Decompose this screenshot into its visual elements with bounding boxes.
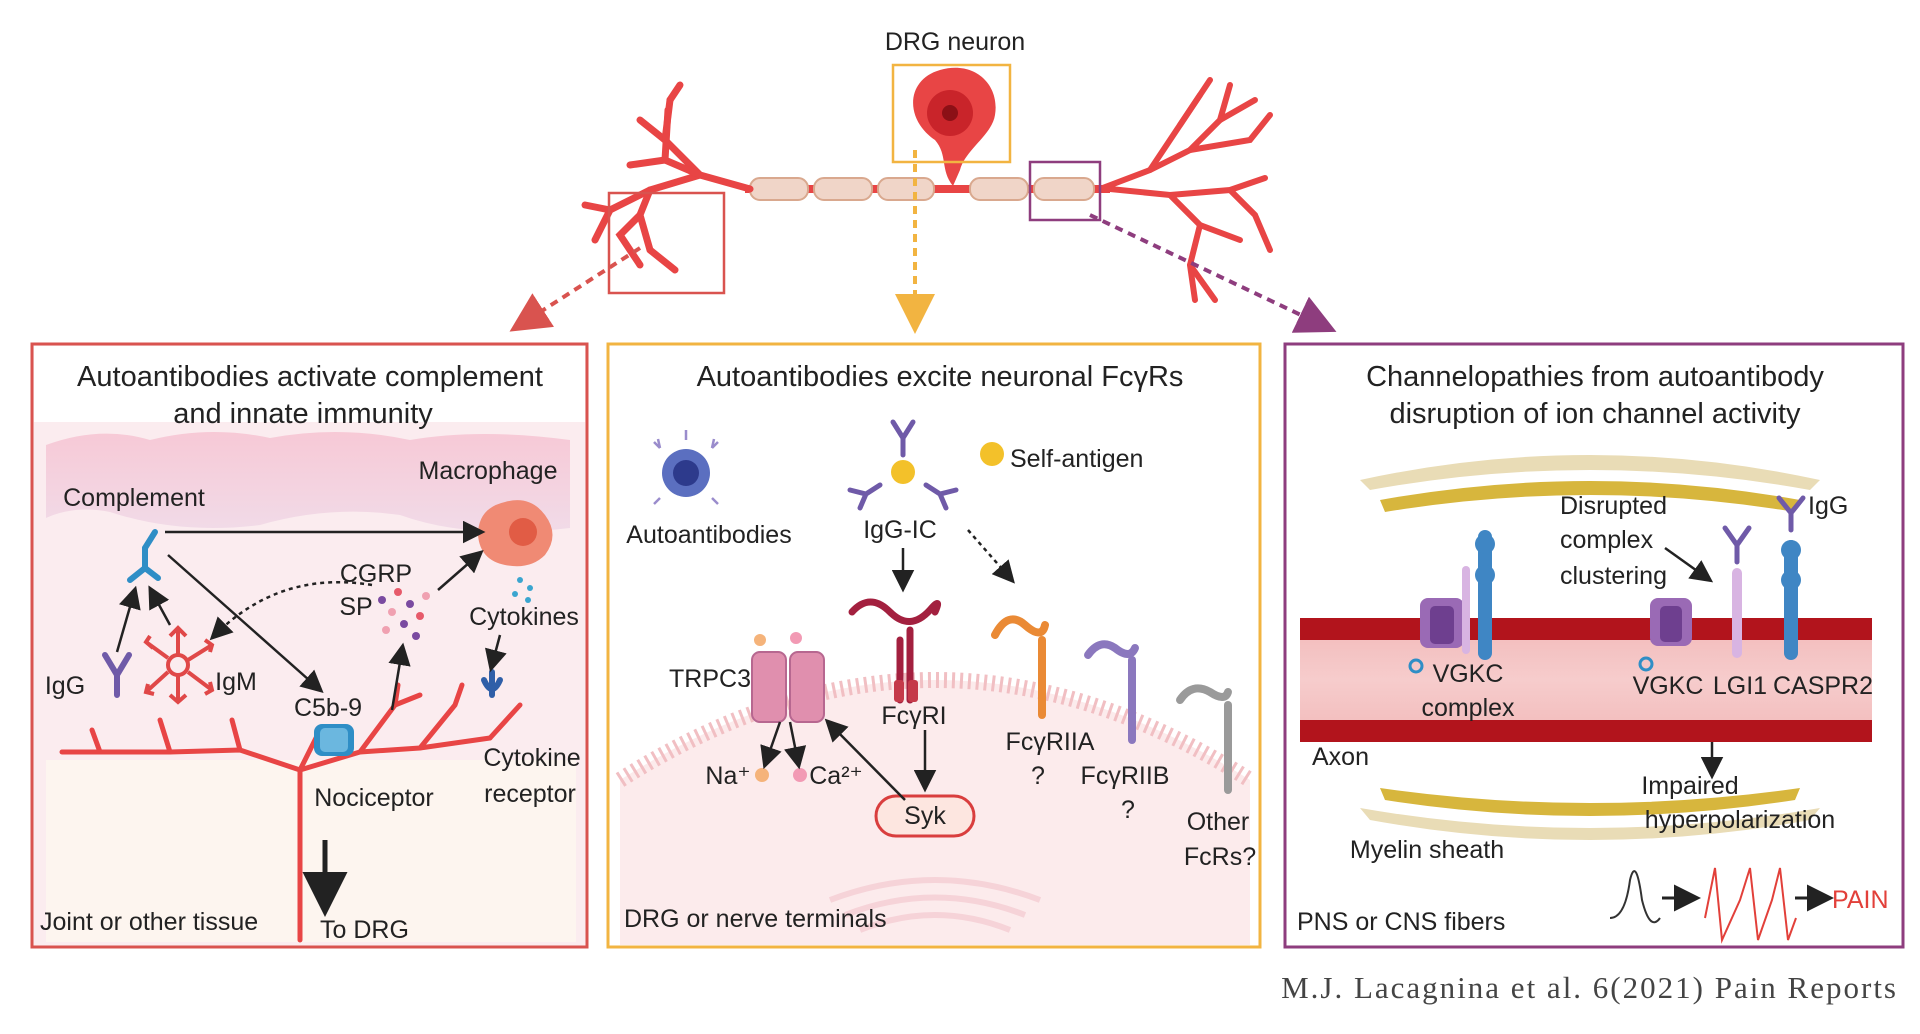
- cytokine-receptor-label-2: receptor: [484, 780, 576, 808]
- tissue-label: Joint or other tissue: [40, 908, 258, 936]
- mid-panel-title: Autoantibodies excite neuronal FcγRs: [697, 361, 1184, 393]
- impaired-label-2: hyperpolarization: [1645, 806, 1835, 834]
- myelin-label: Myelin sheath: [1350, 836, 1504, 864]
- normal-action-potential: [1609, 870, 1661, 924]
- syk-label: Syk: [904, 802, 946, 830]
- nociceptor-branches: [59, 682, 523, 943]
- other-fcrs-label-2: FcRs?: [1184, 843, 1256, 871]
- fibers-label: PNS or CNS fibers: [1297, 908, 1505, 936]
- vgkc-disrupted-icon: [1638, 598, 1692, 672]
- igm-pentamer-icon: [143, 625, 215, 705]
- left-panel-title-2: and innate immunity: [173, 398, 433, 430]
- vgkc-label: VGKC: [1633, 672, 1704, 700]
- axon-label: Axon: [1312, 743, 1369, 771]
- panel-fcgr: Autoantibodies excite neuronal FcγRs Sel…: [606, 342, 1262, 949]
- trpc3-channel-icon: [751, 632, 825, 723]
- fcgri-signalling-icon: [894, 680, 918, 702]
- vgkc-complex-label-2: complex: [1421, 694, 1515, 722]
- igg-bound-icons: [1722, 495, 1806, 565]
- panel-complement: Autoantibodies activate complement and i…: [30, 342, 589, 949]
- citation: M.J. Lacagnina et al. 6(2021) Pain Repor…: [1281, 970, 1898, 1005]
- syk-kinase: [874, 794, 976, 838]
- igg-label-right: IgG: [1808, 492, 1848, 520]
- macrophage-label: Macrophage: [419, 457, 558, 485]
- lgi1-icon: [1732, 568, 1742, 658]
- myelin-lower: [1360, 788, 1820, 840]
- sodium-label: Na⁺: [705, 762, 750, 790]
- vgkc-complex-icon: [1408, 530, 1495, 674]
- self-antigen-legend-icon: [980, 442, 1004, 466]
- fcgriia-question: ?: [1031, 762, 1045, 790]
- myelin-upper: [1360, 455, 1820, 512]
- self-antigen-in-complex: [891, 460, 915, 484]
- igm-label: IgM: [215, 668, 257, 696]
- arrow-to-left-panel: [509, 246, 642, 332]
- disrupted-label-2: complex: [1560, 526, 1654, 554]
- left-panel-arrows: [115, 520, 507, 917]
- autoantibody-b-cell-icon: [653, 430, 719, 505]
- lgi1-label: LGI1: [1713, 672, 1767, 700]
- self-antigen-label: Self-antigen: [1010, 445, 1143, 473]
- burst-action-potentials: [1704, 867, 1797, 944]
- fcgriia-label: FcγRIIA: [1006, 728, 1095, 756]
- myelin-segments: [749, 177, 1095, 201]
- nociceptor-label: Nociceptor: [314, 784, 434, 812]
- drg-neuron-illustration: [509, 63, 1337, 334]
- mid-panel-arrows: [760, 529, 1015, 801]
- iggic-label: IgG-IC: [863, 516, 937, 544]
- autoantibodies-label: Autoantibodies: [626, 521, 791, 549]
- igg-label: IgG: [45, 672, 85, 700]
- soma-highlight-box: [891, 63, 1012, 164]
- terminals-label: DRG or nerve terminals: [624, 905, 887, 933]
- mac-complex-icon: [314, 724, 354, 756]
- neuropeptide-particles: [378, 588, 430, 640]
- sp-label: SP: [339, 593, 372, 621]
- cytokine-receptor-icon: [481, 669, 503, 698]
- axon-highlight-box: [1028, 160, 1102, 222]
- macrophage-icon: [478, 500, 553, 603]
- cytokines-label: Cytokines: [469, 603, 579, 631]
- fcgriib-receptor-icon: [1084, 640, 1139, 744]
- cgrp-label: CGRP: [340, 560, 412, 588]
- right-panel-title-2: disruption of ion channel activity: [1389, 398, 1801, 430]
- caspr2-label: CASPR2: [1773, 672, 1873, 700]
- vgkc-complex-label-1: VGKC: [1433, 660, 1504, 688]
- calcium-label: Ca²⁺: [809, 762, 862, 790]
- pain-label: PAIN: [1832, 886, 1889, 914]
- cell-membrane: [615, 672, 1255, 787]
- right-panel-title-1: Channelopathies from autoantibody: [1366, 361, 1824, 393]
- panel-channelopathy: Channelopathies from autoantibody disrup…: [1283, 342, 1905, 949]
- caspr2-icon: [1781, 540, 1801, 660]
- left-panel-title-1: Autoantibodies activate complement: [77, 361, 543, 393]
- drg-neuron-label: DRG neuron: [885, 28, 1025, 56]
- cytokine-receptor-label-1: Cytokine: [483, 744, 580, 772]
- fcgriib-label: FcγRIIB: [1081, 762, 1170, 790]
- to-drg-label: To DRG: [320, 916, 409, 944]
- endoplasmic-reticulum: [828, 877, 1042, 933]
- other-fcr-icon: [1176, 684, 1232, 794]
- right-panel-arrows: [1662, 546, 1834, 912]
- impaired-label-1: Impaired: [1641, 772, 1738, 800]
- dendrite-highlight-box: [607, 191, 726, 295]
- other-fcrs-label-1: Other: [1187, 808, 1250, 836]
- trpc3-label: TRPC3: [669, 665, 751, 693]
- disrupted-label-1: Disrupted: [1560, 492, 1667, 520]
- igg-antibody-icon: [102, 652, 132, 698]
- fcgriib-question: ?: [1121, 796, 1135, 824]
- arrow-to-right-panel: [1089, 213, 1337, 333]
- complement-label: Complement: [63, 484, 205, 512]
- igg-immune-complex-icon: [847, 419, 959, 511]
- disrupted-label-3: clustering: [1560, 562, 1667, 590]
- c5b9-label: C5b-9: [294, 694, 362, 722]
- complement-icon: [127, 529, 161, 583]
- fcgri-label: FcγRI: [881, 702, 946, 730]
- fcgriia-receptor-icon: [991, 615, 1049, 719]
